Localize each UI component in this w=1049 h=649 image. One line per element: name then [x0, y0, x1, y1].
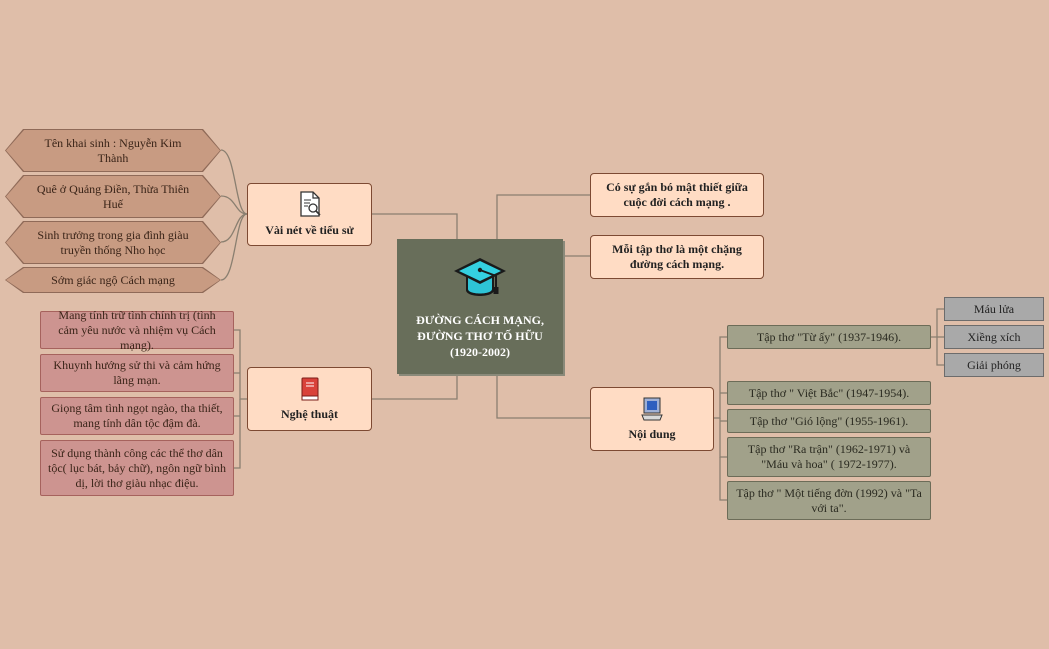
- content-item[interactable]: Tập thơ " Việt Bắc" (1947-1954).: [727, 381, 931, 405]
- art-item[interactable]: Khuynh hướng sử thi và cảm hứng lãng mạn…: [40, 354, 234, 392]
- art-item[interactable]: Giọng tâm tình ngọt ngào, tha thiết, man…: [40, 397, 234, 435]
- branch-biography-label: Vài nét về tiểu sử: [265, 223, 354, 237]
- branch-biography[interactable]: Vài nét về tiểu sử: [247, 183, 372, 246]
- branch-content[interactable]: Nội dung: [590, 387, 714, 451]
- sub-item[interactable]: Xiềng xích: [944, 325, 1044, 349]
- central-topic-title: ĐƯỜNG CÁCH MẠNG, ĐƯỜNG THƠ TỐ HỮU (1920-…: [416, 312, 544, 359]
- biography-item[interactable]: Sinh trưởng trong gia đình giàu truyền t…: [6, 222, 220, 263]
- biography-item[interactable]: Quê ở Quảng Điền, Thừa Thiên Huế: [6, 176, 220, 217]
- art-item[interactable]: Mang tính trữ tình chính trị (tình cảm y…: [40, 308, 234, 352]
- document-search-icon: [299, 191, 321, 217]
- content-item[interactable]: Tập thơ "Gió lộng" (1955-1961).: [727, 409, 931, 433]
- note-node[interactable]: Mỗi tập thơ là một chặng đường cách mạng…: [590, 235, 764, 279]
- content-item[interactable]: Tập thơ "Từ ấy" (1937-1946).: [727, 325, 931, 349]
- sub-item[interactable]: Giải phóng: [944, 353, 1044, 377]
- biography-item[interactable]: Sớm giác ngộ Cách mạng: [6, 268, 220, 292]
- branch-art[interactable]: Nghệ thuật: [247, 367, 372, 431]
- computer-icon: [641, 397, 663, 420]
- art-item[interactable]: Sử dụng thành công các thể thơ dân tộc( …: [40, 440, 234, 496]
- note-node[interactable]: Có sự gắn bó mật thiết giữa cuộc đời các…: [590, 173, 764, 217]
- central-topic[interactable]: ĐƯỜNG CÁCH MẠNG, ĐƯỜNG THƠ TỐ HỮU (1920-…: [397, 239, 563, 374]
- biography-item[interactable]: Tên khai sinh : Nguyễn Kim Thành: [6, 130, 220, 171]
- book-icon: [301, 377, 318, 400]
- graduation-cap-icon: [454, 257, 506, 296]
- content-item[interactable]: Tập thơ " Một tiếng đờn (1992) và "Ta vớ…: [727, 481, 931, 520]
- sub-item[interactable]: Máu lửa: [944, 297, 1044, 321]
- content-item[interactable]: Tập thơ "Ra trận" (1962-1971) và "Máu và…: [727, 437, 931, 477]
- branch-content-label: Nội dung: [628, 426, 676, 441]
- branch-art-label: Nghệ thuật: [280, 406, 338, 421]
